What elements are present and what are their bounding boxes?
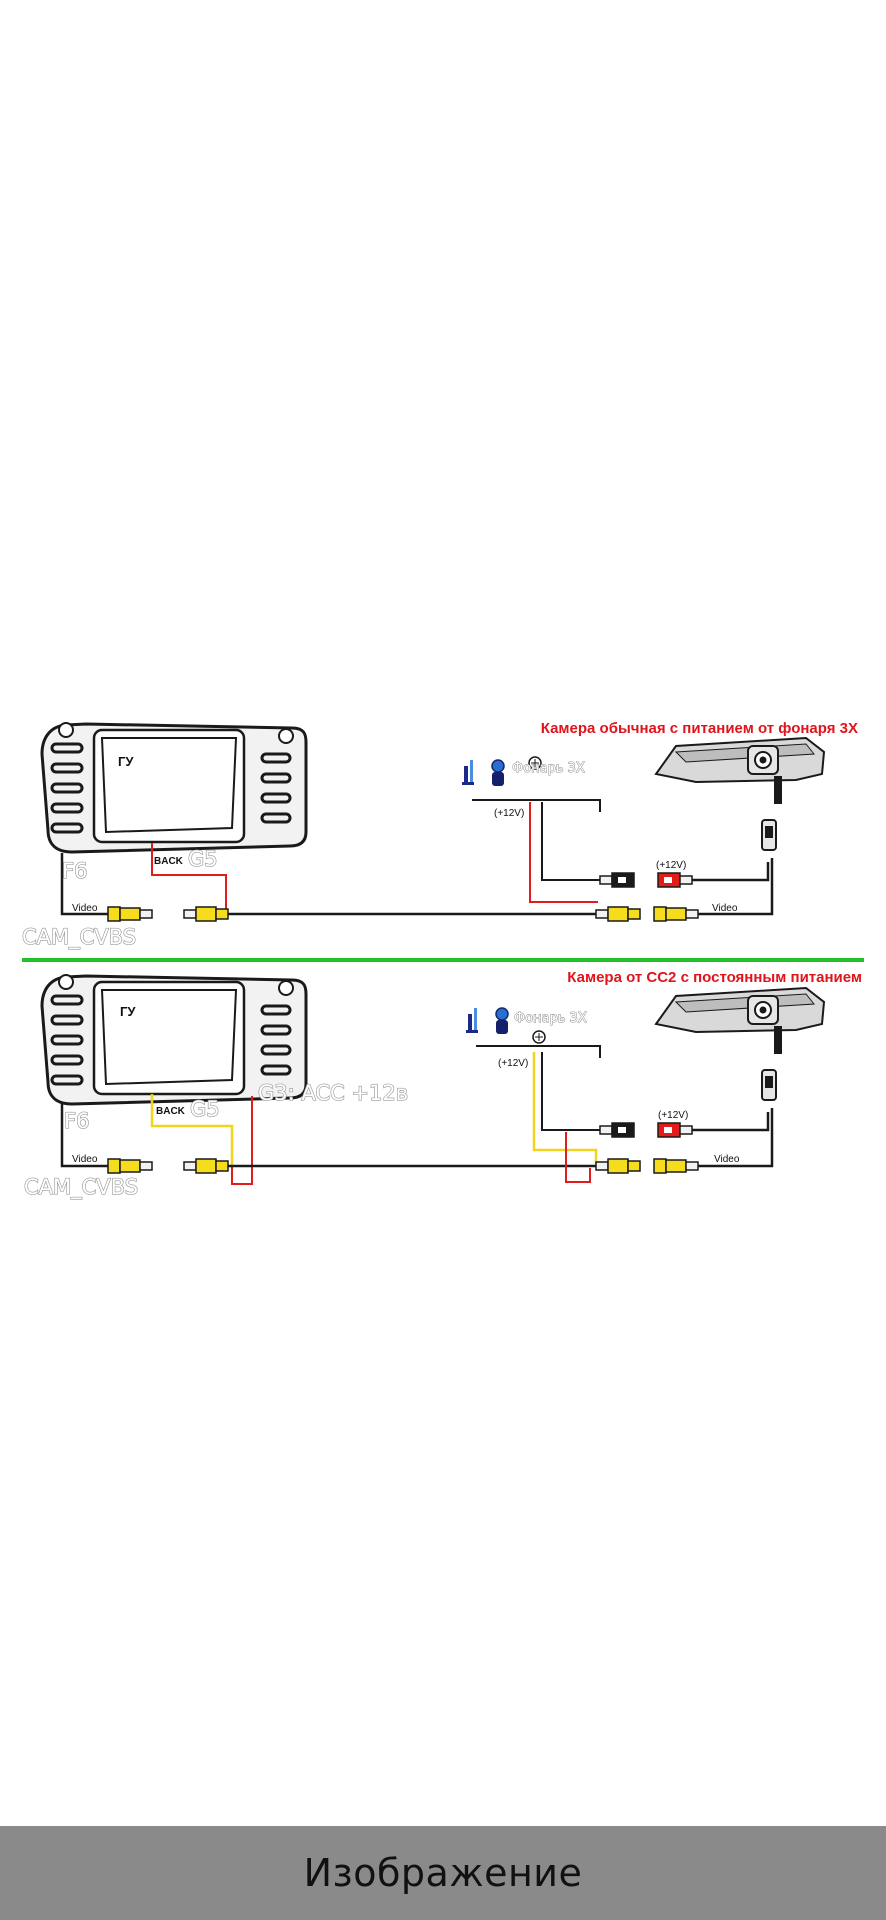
connector-icon: [495, 1007, 509, 1035]
rca-male-right: [595, 906, 641, 922]
top-cam-cvbs: CAM_CVBS: [22, 925, 136, 950]
camera-plug-icon: [761, 819, 777, 851]
rca-female-left: [107, 906, 153, 922]
bolt-icon: [462, 760, 474, 785]
rca-female-left: [107, 1158, 153, 1174]
diagram-bottom: Камера от СС2 с постоянным питанием ГУ Ф…: [23, 969, 862, 1201]
rca-male-left: [183, 906, 229, 922]
camera-icon: [655, 987, 825, 1055]
rca-male-left: [183, 1158, 229, 1174]
bottom-plus12-cam: (+12V): [658, 1110, 688, 1121]
footer-bar: Изображение: [0, 1826, 886, 1920]
head-unit-icon: [40, 721, 308, 854]
bottom-f6-label: F6: [64, 1109, 89, 1133]
lamp-icon: [532, 1030, 546, 1044]
bottom-title: Камера от СС2 с постоянным питанием: [567, 969, 862, 986]
top-g5-label: G5: [188, 847, 218, 871]
bottom-video-left: Video: [72, 1154, 98, 1165]
top-plus12-lamp: (+12V): [494, 808, 524, 819]
bottom-cam-cvbs: CAM_CVBS: [24, 1175, 138, 1200]
top-plus12-cam: (+12V): [656, 860, 686, 871]
rca-female-right: [653, 1158, 699, 1174]
rca-black-power: [599, 1122, 635, 1138]
bottom-g5-label: G5: [190, 1097, 220, 1121]
top-video-right: Video: [712, 903, 738, 914]
footer-label: Изображение: [303, 1851, 583, 1895]
bottom-video-right: Video: [714, 1154, 740, 1165]
diagram-top: Камера обычная с питанием от фонаря 3Х Г…: [21, 720, 858, 951]
top-video-left: Video: [72, 903, 98, 914]
connector-icon: [491, 759, 505, 787]
rca-red-power: [657, 1122, 693, 1138]
bottom-lamp-label: Фонарь 3Х: [514, 1011, 587, 1026]
bottom-head-unit-label: ГУ: [120, 1004, 136, 1019]
rca-female-right: [653, 906, 699, 922]
camera-plug-icon: [761, 1069, 777, 1101]
camera-icon: [655, 737, 825, 805]
bottom-plus12-lamp: (+12V): [498, 1058, 528, 1069]
bottom-g3-label: G3: ACC +12в: [258, 1081, 408, 1105]
top-f6-label: F6: [62, 859, 87, 883]
bottom-back-label: BACK: [156, 1106, 186, 1117]
rca-black-power: [599, 872, 635, 888]
top-head-unit-label: ГУ: [118, 754, 134, 769]
top-back-label: BACK: [154, 856, 184, 867]
bolt-icon: [466, 1008, 478, 1033]
rca-male-right: [595, 1158, 641, 1174]
top-lamp-label: Фонарь 3Х: [512, 761, 585, 776]
top-title: Камера обычная с питанием от фонаря 3Х: [541, 720, 858, 737]
rca-red-power: [657, 872, 693, 888]
